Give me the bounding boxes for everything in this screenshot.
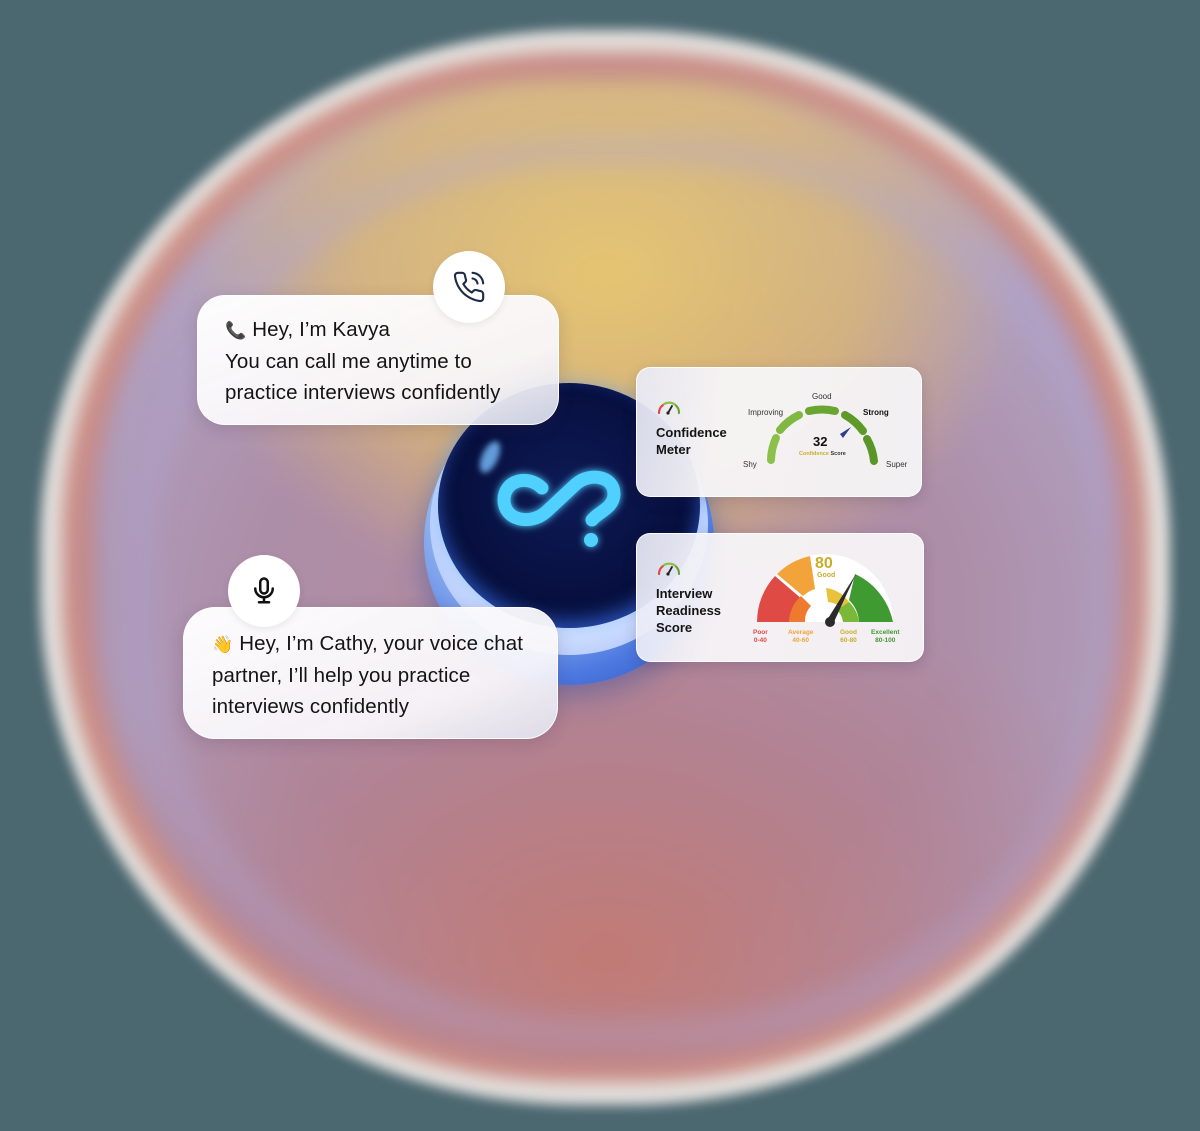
label-strong: Strong — [863, 408, 889, 417]
readiness-gauge — [757, 554, 893, 627]
voice-chat-button[interactable] — [228, 555, 300, 627]
label-shy: Shy — [743, 460, 757, 469]
cathy-message-line-3: interviews confidently — [212, 695, 410, 718]
kavya-greeting-line: 📞Hey, I’m Kavya — [225, 314, 500, 346]
chat-bubble-kavya: 📞Hey, I’m Kavya You can call me anytime … — [197, 295, 559, 425]
legend-excellent: Excellent 80-100 — [871, 629, 900, 644]
cathy-greeting-line: 👋Hey, I’m Cathy, your voice chat — [212, 628, 523, 660]
readiness-score-label: Good — [817, 572, 836, 579]
infinity-question-logo-icon — [497, 470, 621, 547]
interview-readiness-title: Interview Readiness Score — [656, 586, 722, 635]
confidence-gauge — [767, 405, 878, 465]
confidence-score-label: Confidence Score — [799, 451, 846, 457]
readiness-score-value: 80 — [815, 555, 833, 572]
interview-readiness-card: Interview Readiness Score 80 Good Poor 0… — [636, 533, 924, 662]
speedometer-icon — [657, 562, 681, 576]
speedometer-icon — [657, 401, 681, 415]
call-button[interactable] — [433, 251, 505, 323]
chat-bubble-cathy: 👋Hey, I’m Cathy, your voice chat partner… — [183, 607, 558, 739]
confidence-meter-title: Confidence Meter — [656, 425, 727, 457]
label-good: Good — [812, 392, 832, 401]
microphone-icon — [254, 577, 274, 604]
legend-average: Average 40-60 — [788, 629, 814, 644]
kavya-message-line-3: practice interviews confidently — [225, 381, 501, 404]
confidence-score-value: 32 — [813, 434, 828, 449]
phone-call-icon — [453, 271, 485, 303]
kavya-message-line-2: You can call me anytime to — [225, 350, 472, 373]
confidence-meter-card: Confidence Meter Shy Improving Good Stro… — [636, 367, 922, 497]
label-super: Super — [886, 460, 908, 469]
cathy-message-line-2: partner, I’ll help you practice — [212, 664, 471, 687]
phone-emoji-icon: 📞 — [225, 321, 247, 340]
waving-hand-emoji-icon: 👋 — [212, 635, 234, 654]
label-improving: Improving — [748, 408, 784, 417]
legend-poor: Poor 0-40 — [753, 629, 768, 644]
legend-good: Good 60-80 — [840, 629, 857, 644]
